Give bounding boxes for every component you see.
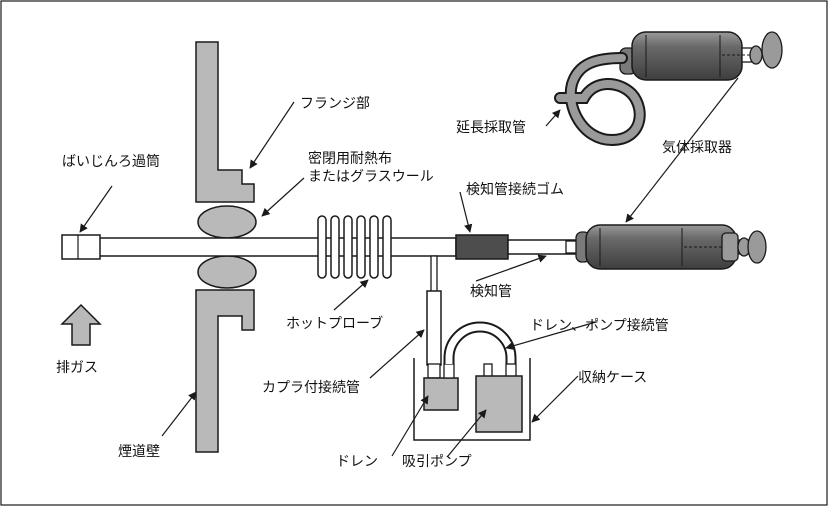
label-gas-sampler: 気体採取器 [662, 140, 732, 156]
drain-stub [427, 363, 441, 379]
label-sealed-cloth-line1: 密閉用耐熱布 [308, 150, 392, 167]
hot-probe-fins [317, 215, 392, 279]
gas-sampler-lower [565, 224, 767, 270]
label-storage-case: 収納ケース [578, 370, 647, 386]
label-sealed-cloth-line2: またはグラスウール [308, 169, 434, 185]
leader-lines [79, 77, 739, 457]
coupler-tube-upper [430, 255, 438, 293]
label-suction-pump: 吸引ポンプ [402, 454, 472, 470]
label-detector-tube: 検知管 [470, 283, 512, 300]
seal-cloth-upper [197, 205, 257, 239]
coupler-connector [426, 290, 442, 366]
storage-case [413, 358, 531, 441]
label-coupler-tube: カプラ付接続管 [262, 379, 360, 396]
dust-filter-tube [61, 234, 101, 260]
label-drain-pump-tube: ドレン、ポンプ接続管 [530, 317, 669, 334]
label-dust-filter: ばいじんろ過筒 [62, 153, 160, 170]
suction-pump-box [475, 375, 523, 433]
label-drain: ドレン [336, 454, 378, 470]
label-flue-wall: 煙道壁 [118, 444, 160, 460]
label-hot-probe: ホットプローブ [286, 315, 383, 332]
label-extension-tube: 延長採取管 [456, 120, 526, 136]
extension-tube [554, 52, 646, 147]
seal-cloth-lower [197, 255, 257, 289]
drain-pump-tube-inner [445, 323, 515, 368]
drain-box [423, 377, 459, 411]
drain-nozzle [443, 363, 455, 379]
label-flange: フランジ部 [300, 96, 370, 112]
label-exhaust-gas: 排ガス [56, 360, 98, 376]
probe-pipe [97, 237, 457, 257]
exhaust-gas-arrow [60, 303, 102, 346]
flue-wall-upper [195, 41, 255, 203]
flue-wall-lower [195, 289, 255, 453]
gas-sampler-upper [619, 31, 783, 81]
label-detector-rubber: 検知管接続ゴム [466, 181, 564, 198]
detector-rubber [455, 234, 509, 260]
